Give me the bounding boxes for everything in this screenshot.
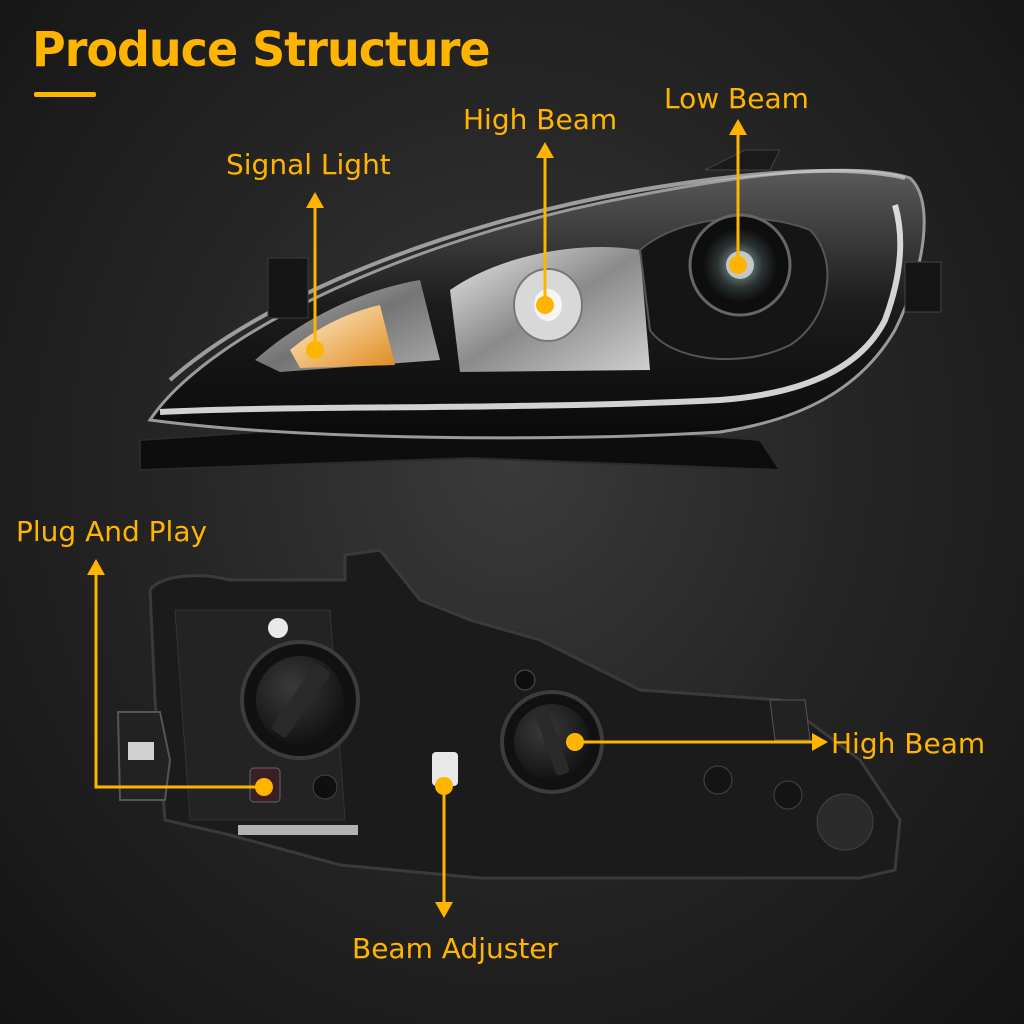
label-high-beam-front: High Beam — [463, 103, 618, 136]
callout-pointers — [87, 119, 828, 918]
label-low-beam: Low Beam — [664, 82, 809, 115]
label-high-beam-rear: High Beam — [831, 727, 986, 760]
title-underline — [34, 92, 96, 97]
label-beam-adjuster: Beam Adjuster — [352, 932, 559, 965]
rear-headlamp — [116, 548, 902, 880]
label-plug-and-play: Plug And Play — [16, 515, 208, 548]
label-signal-light: Signal Light — [226, 148, 391, 181]
page-title: Produce Structure — [32, 20, 491, 78]
